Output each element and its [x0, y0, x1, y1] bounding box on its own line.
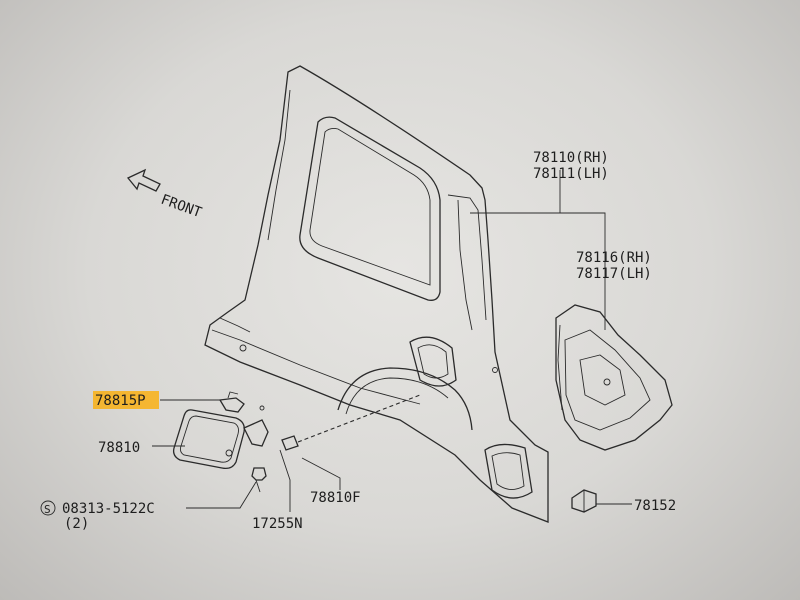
part-label-08313: 08313-5122C [62, 501, 155, 517]
front-arrow-icon [126, 168, 161, 192]
rear-quarter-panel [204, 65, 549, 523]
standard-part-symbol [40, 500, 56, 516]
part-label-78110: 78110(RH) [533, 150, 609, 166]
part-label-78152: 78152 [634, 498, 676, 514]
inner-reinforcement-panel [555, 304, 673, 451]
part-label-78815p: 78815P [95, 393, 146, 409]
part-label-78810f: 78810F [310, 490, 361, 506]
part-label-17255n: 17255N [252, 516, 303, 532]
screw [251, 467, 267, 493]
front-label: FRONT [159, 192, 205, 222]
standard-part-symbol-letter: S [44, 503, 51, 516]
part-label-78111: 78111(LH) [533, 166, 609, 182]
bracket-78152 [571, 489, 597, 513]
part-label-08313-qty: (2) [64, 516, 89, 532]
hinge-spring [243, 405, 269, 447]
part-label-78810: 78810 [98, 440, 140, 456]
part-highlight [93, 391, 159, 409]
lid-bracket-clip [218, 391, 245, 413]
part-label-78116: 78116(RH) [576, 250, 652, 266]
part-label-78117: 78117(LH) [576, 266, 652, 282]
bumper-stop [281, 435, 299, 451]
fuel-filler-lid [172, 409, 245, 470]
